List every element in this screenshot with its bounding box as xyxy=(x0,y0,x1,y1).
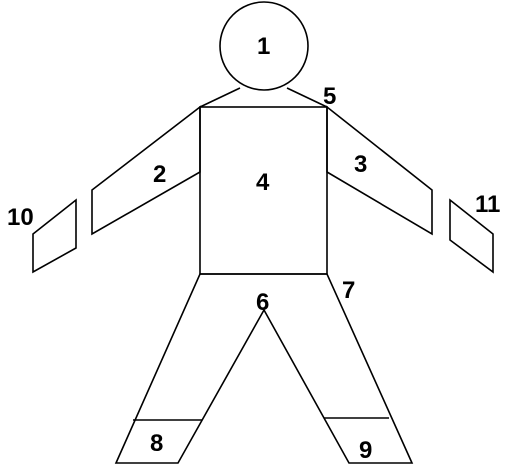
head-circle xyxy=(219,1,309,91)
left-hand xyxy=(32,198,77,274)
label-right-arm: 3 xyxy=(354,151,367,178)
label-right-shoulder: 5 xyxy=(323,83,336,110)
label-crotch: 6 xyxy=(256,289,269,316)
left-arm xyxy=(91,105,201,236)
label-right-hand: 11 xyxy=(475,191,500,218)
left-shoulder-line xyxy=(199,87,241,108)
legs xyxy=(114,273,414,464)
right-arm xyxy=(326,105,433,236)
label-right-hip: 7 xyxy=(342,277,355,304)
label-left-foot: 8 xyxy=(150,430,163,457)
right-hand xyxy=(449,198,494,274)
label-left-arm: 2 xyxy=(153,161,166,188)
label-torso: 4 xyxy=(256,169,270,196)
right-shoulder-line xyxy=(286,87,328,108)
label-head: 1 xyxy=(257,33,270,60)
label-right-foot: 9 xyxy=(359,437,372,464)
label-left-hand: 10 xyxy=(7,204,34,231)
